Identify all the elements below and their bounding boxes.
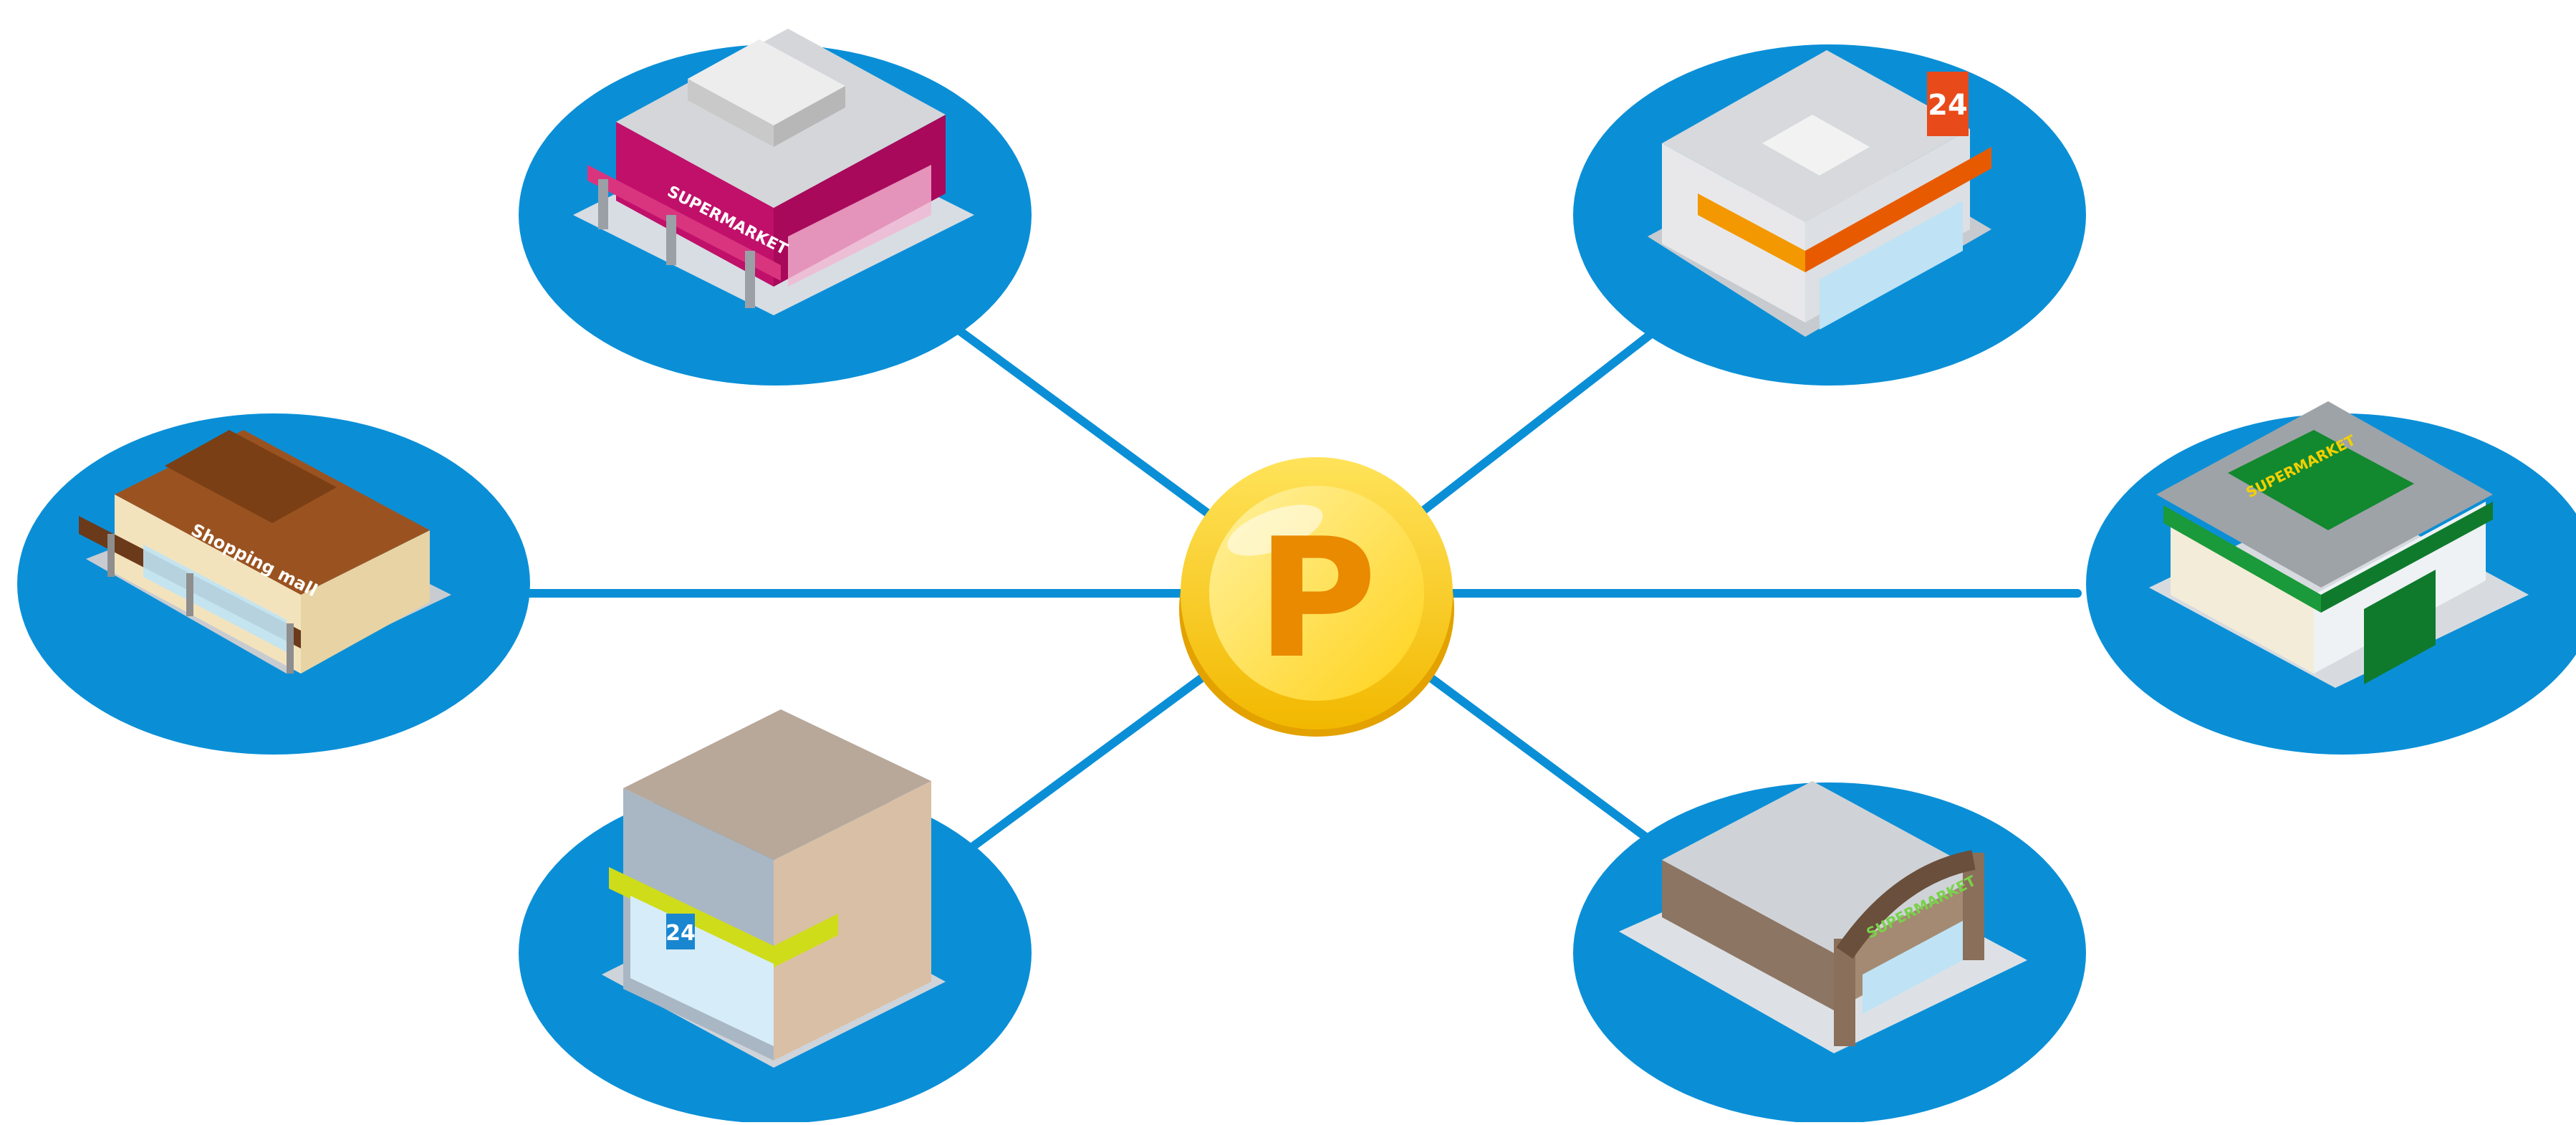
store-node-supermarket-arch: SUPERMARKET: [1573, 781, 2086, 1124]
supermarket-building-icon: SUPERMARKET: [573, 29, 974, 315]
point-coin: P: [1179, 457, 1454, 737]
store-sign-text: 24: [665, 921, 696, 946]
store-node-supermarket-magenta: SUPERMARKET: [519, 29, 1032, 386]
supermarket-building-icon: SUPERMARKET: [1619, 781, 2027, 1053]
store-node-convenience-store-orange: 24: [1573, 44, 2086, 386]
store-node-supermarket-green: SUPERMARKET: [2086, 401, 2576, 755]
convenience-store-building-icon: 24: [1648, 50, 1991, 337]
store-node-convenience-store-yellow: 24: [519, 709, 1032, 1124]
store-sign-text: 24: [1928, 89, 1968, 122]
coin-letter: P: [1256, 504, 1378, 695]
supermarket-building-icon: SUPERMARKET: [2149, 401, 2529, 688]
convenience-store-building-icon: 24: [602, 709, 946, 1068]
shopping-mall-building-icon: Shopping mall: [79, 430, 451, 674]
store-node-shopping-mall: Shopping mall: [17, 413, 530, 755]
